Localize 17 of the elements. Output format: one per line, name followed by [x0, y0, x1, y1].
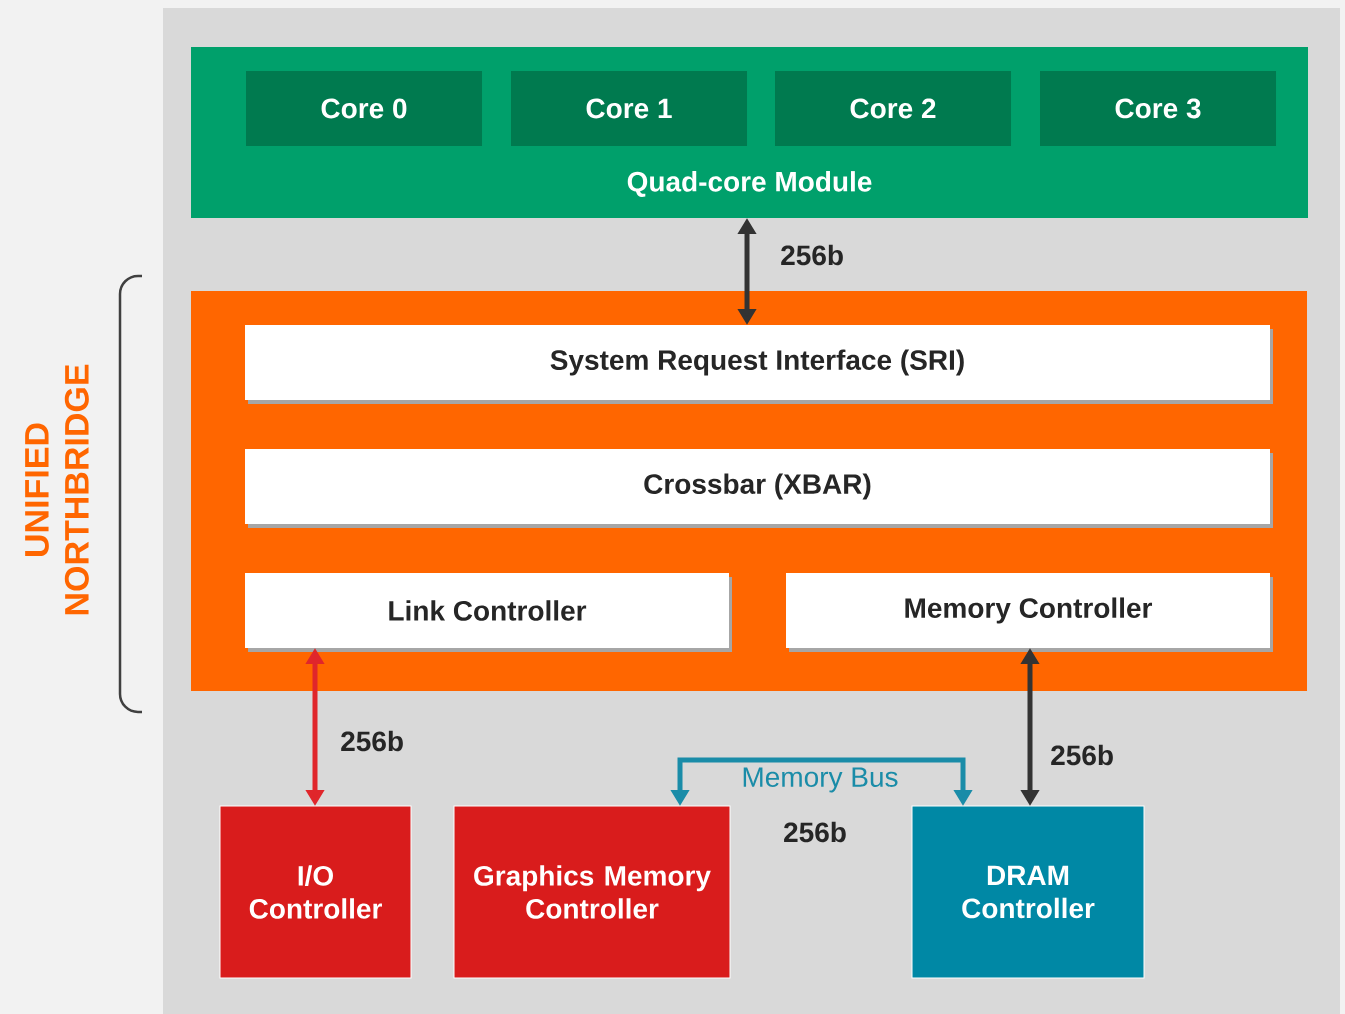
controller-box: Crossbar (XBAR) — [245, 449, 1273, 528]
controller-box: System Request Interface (SRI) — [245, 325, 1273, 404]
core-box: Core 1 — [511, 71, 747, 146]
controller-box: Memory Controller — [786, 573, 1273, 652]
node-label: UNIFIED NORTHBRIDGE — [25, 364, 89, 615]
edge-label: Memory Bus — [743, 767, 898, 793]
edge-label: 256b — [341, 730, 403, 752]
core-box: Core 3 — [1040, 71, 1276, 146]
controller-box: Graphics Memory Controller — [453, 805, 731, 979]
controller-box: Link Controller — [245, 573, 732, 652]
edge-label: 256b — [781, 244, 843, 266]
core-box: Core 2 — [775, 71, 1011, 146]
controller-box: I/O Controller — [219, 805, 412, 979]
controller-box: DRAM Controller — [911, 805, 1145, 979]
core-box: Core 0 — [246, 71, 482, 146]
edge-label: 256b — [1051, 744, 1113, 766]
bus-width-label: 256b — [784, 821, 846, 843]
